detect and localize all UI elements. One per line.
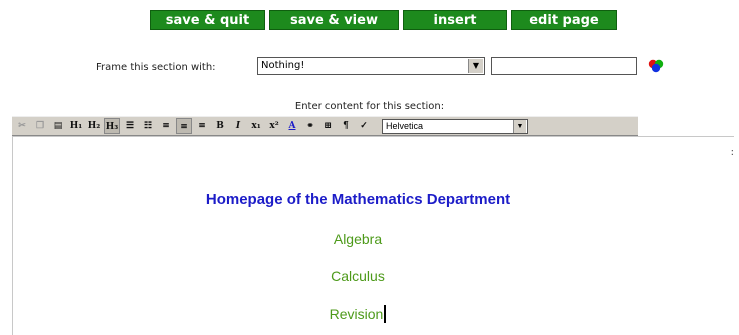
list-item[interactable]: Calculus [13, 268, 703, 284]
link-icon[interactable]: ⚭ [306, 121, 314, 131]
heading-1-icon[interactable]: H₁ [69, 121, 83, 131]
frame-row: Frame this section with: Nothing! ▼ [0, 56, 739, 80]
content-editor[interactable]: : Homepage of the Mathematics Department… [12, 136, 734, 335]
link-revision[interactable]: Revision [329, 306, 384, 322]
action-bar: save & quit save & view insert edit page [150, 10, 617, 30]
cut-icon[interactable]: ✂ [18, 121, 26, 131]
color-picker-icon[interactable] [647, 58, 665, 74]
align-center-icon[interactable]: ≡ [176, 118, 192, 134]
edit-page-button[interactable]: edit page [511, 10, 617, 30]
scrollbar[interactable]: : [730, 147, 734, 158]
link-calculus[interactable]: Calculus [331, 268, 385, 284]
save-quit-button[interactable]: save & quit [150, 10, 265, 30]
frame-select-value: Nothing! [261, 60, 305, 71]
table-icon[interactable]: ⊞ [324, 121, 332, 131]
editor-toolbar: ✂ ❐ ▤ H₁ H₂ H₃ ☰ ☷ ≡ ≡ ≡ B I x₁ x² A ⚭ ⊞… [12, 116, 638, 136]
text-caret [384, 305, 387, 323]
copy-icon[interactable]: ❐ [35, 121, 45, 131]
insert-button[interactable]: insert [403, 10, 507, 30]
bold-icon[interactable]: B [216, 121, 224, 131]
font-select[interactable]: Helvetica ▼ [382, 118, 528, 134]
chevron-down-icon[interactable]: ▼ [468, 59, 483, 73]
font-select-value: Helvetica [386, 120, 424, 131]
save-view-button[interactable]: save & view [269, 10, 399, 30]
link-algebra[interactable]: Algebra [333, 231, 383, 247]
heading-2-icon[interactable]: H₂ [87, 121, 101, 131]
spellcheck-icon[interactable]: ✓ [360, 121, 368, 131]
list-item[interactable]: Algebra [13, 231, 703, 247]
paste-icon[interactable]: ▤ [53, 121, 63, 131]
text-color-icon[interactable]: A [288, 121, 296, 131]
subscript-icon[interactable]: x₁ [251, 121, 261, 131]
frame-label: Frame this section with: [96, 62, 216, 73]
italic-icon[interactable]: I [235, 121, 241, 131]
chevron-down-icon[interactable]: ▼ [513, 119, 526, 133]
list-item[interactable]: Revision [13, 305, 703, 323]
frame-select[interactable]: Nothing! ▼ [257, 57, 485, 75]
paragraph-icon[interactable]: ¶ [343, 121, 349, 131]
enter-content-label: Enter content for this section: [294, 101, 445, 112]
numbered-list-icon[interactable]: ☷ [143, 121, 153, 131]
align-left-icon[interactable]: ≡ [162, 121, 170, 131]
frame-text-input[interactable] [491, 57, 637, 75]
heading-3-icon[interactable]: H₃ [104, 118, 120, 134]
superscript-icon[interactable]: x² [269, 121, 279, 131]
page-title: Homepage of the Mathematics Department [205, 191, 511, 208]
bullet-list-icon[interactable]: ☰ [125, 121, 135, 131]
align-right-icon[interactable]: ≡ [198, 121, 206, 131]
